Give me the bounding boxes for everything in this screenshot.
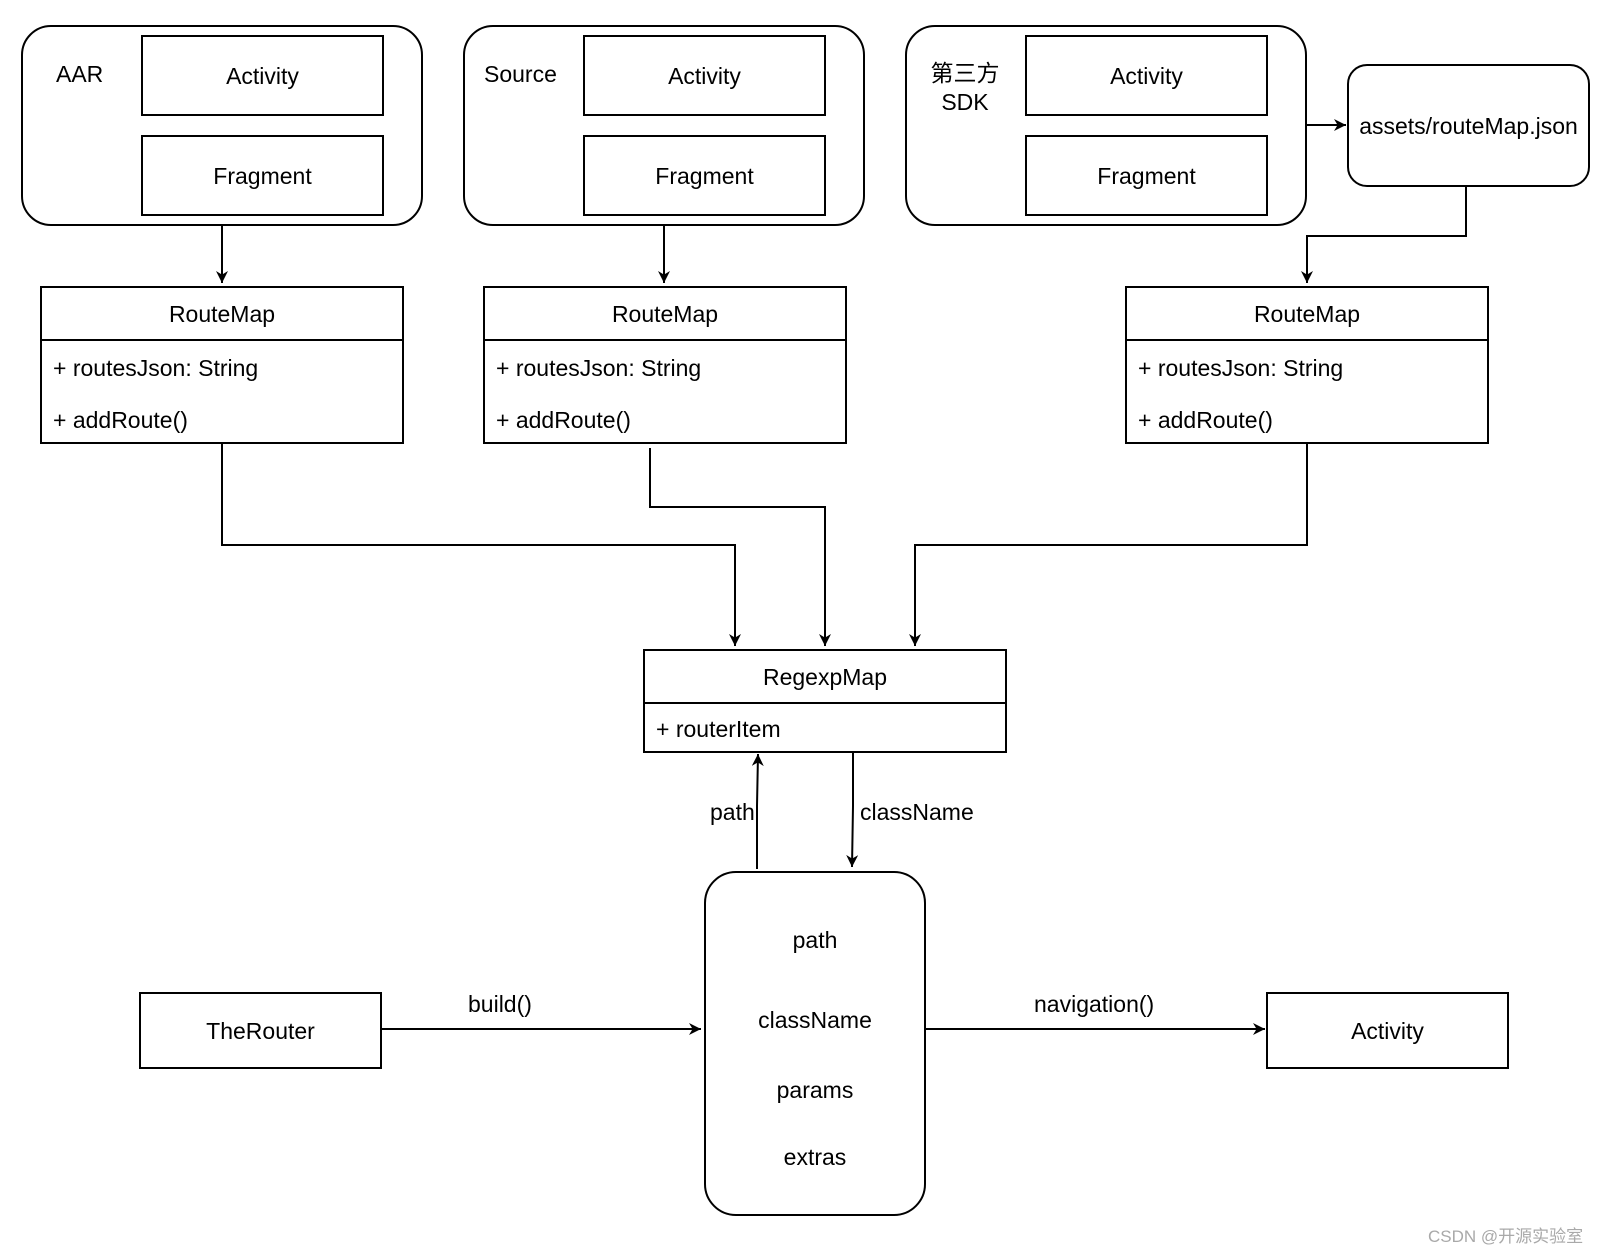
request-field-extras: extras xyxy=(783,1144,847,1170)
request-field-params: params xyxy=(776,1077,854,1103)
routemap-class-source: RouteMap + routesJson: String + addRoute… xyxy=(483,286,847,444)
sdk-activity-box: Activity xyxy=(1025,35,1268,116)
edge-label-build: build() xyxy=(468,990,532,1018)
edge-request-to-regexpmap-path xyxy=(751,753,764,869)
edge-assets-to-routemap xyxy=(1301,187,1467,283)
class-method: + addRoute() xyxy=(1138,407,1273,433)
assets-routemap-json-box: assets/routeMap.json xyxy=(1347,64,1590,187)
container-title: 第三方 SDK xyxy=(930,60,1000,115)
edge-regexpmap-to-request-classname xyxy=(846,753,859,868)
routemap-class-aar: RouteMap + routesJson: String + addRoute… xyxy=(40,286,404,444)
class-field: + routesJson: String xyxy=(496,355,702,381)
class-name: RegexpMap xyxy=(762,663,888,690)
edge-label-classname: className xyxy=(860,798,974,826)
edge-label-path: path xyxy=(710,798,755,826)
routemap-class-sdk: RouteMap + routesJson: String + addRoute… xyxy=(1125,286,1489,444)
edge-routemap1-to-regexpmap xyxy=(221,444,741,646)
class-field: + routesJson: String xyxy=(1138,355,1344,381)
route-request-box: path className params extras xyxy=(704,871,926,1216)
source-fragment-box: Fragment xyxy=(583,135,826,216)
class-name: RouteMap xyxy=(611,300,719,327)
class-divider xyxy=(42,339,402,341)
container-title: AAR xyxy=(56,61,104,87)
edge-routemap2-to-regexpmap xyxy=(649,448,831,646)
class-name: RouteMap xyxy=(1253,300,1361,327)
container-title: Source xyxy=(484,61,557,87)
source-activity-box: Activity xyxy=(583,35,826,116)
class-method: + addRoute() xyxy=(496,407,631,433)
watermark: CSDN @开源实验室 xyxy=(1428,1227,1584,1246)
therouter-box: TheRouter xyxy=(139,992,382,1069)
edge-label-navigation: navigation() xyxy=(1034,990,1155,1018)
aar-activity-box: Activity xyxy=(141,35,384,116)
class-divider xyxy=(1127,339,1487,341)
edge-routemap3-to-regexpmap xyxy=(909,444,1308,646)
class-name: RouteMap xyxy=(168,300,276,327)
class-method: + addRoute() xyxy=(53,407,188,433)
class-divider xyxy=(645,702,1005,704)
class-field: + routesJson: String xyxy=(53,355,259,381)
aar-fragment-box: Fragment xyxy=(141,135,384,216)
target-activity-box: Activity xyxy=(1266,992,1509,1069)
class-divider xyxy=(485,339,845,341)
request-field-classname: className xyxy=(758,1007,872,1033)
request-field-path: path xyxy=(792,927,838,953)
sdk-fragment-box: Fragment xyxy=(1025,135,1268,216)
regexpmap-class: RegexpMap + routerItem xyxy=(643,649,1007,753)
class-field: + routerItem xyxy=(656,716,781,742)
